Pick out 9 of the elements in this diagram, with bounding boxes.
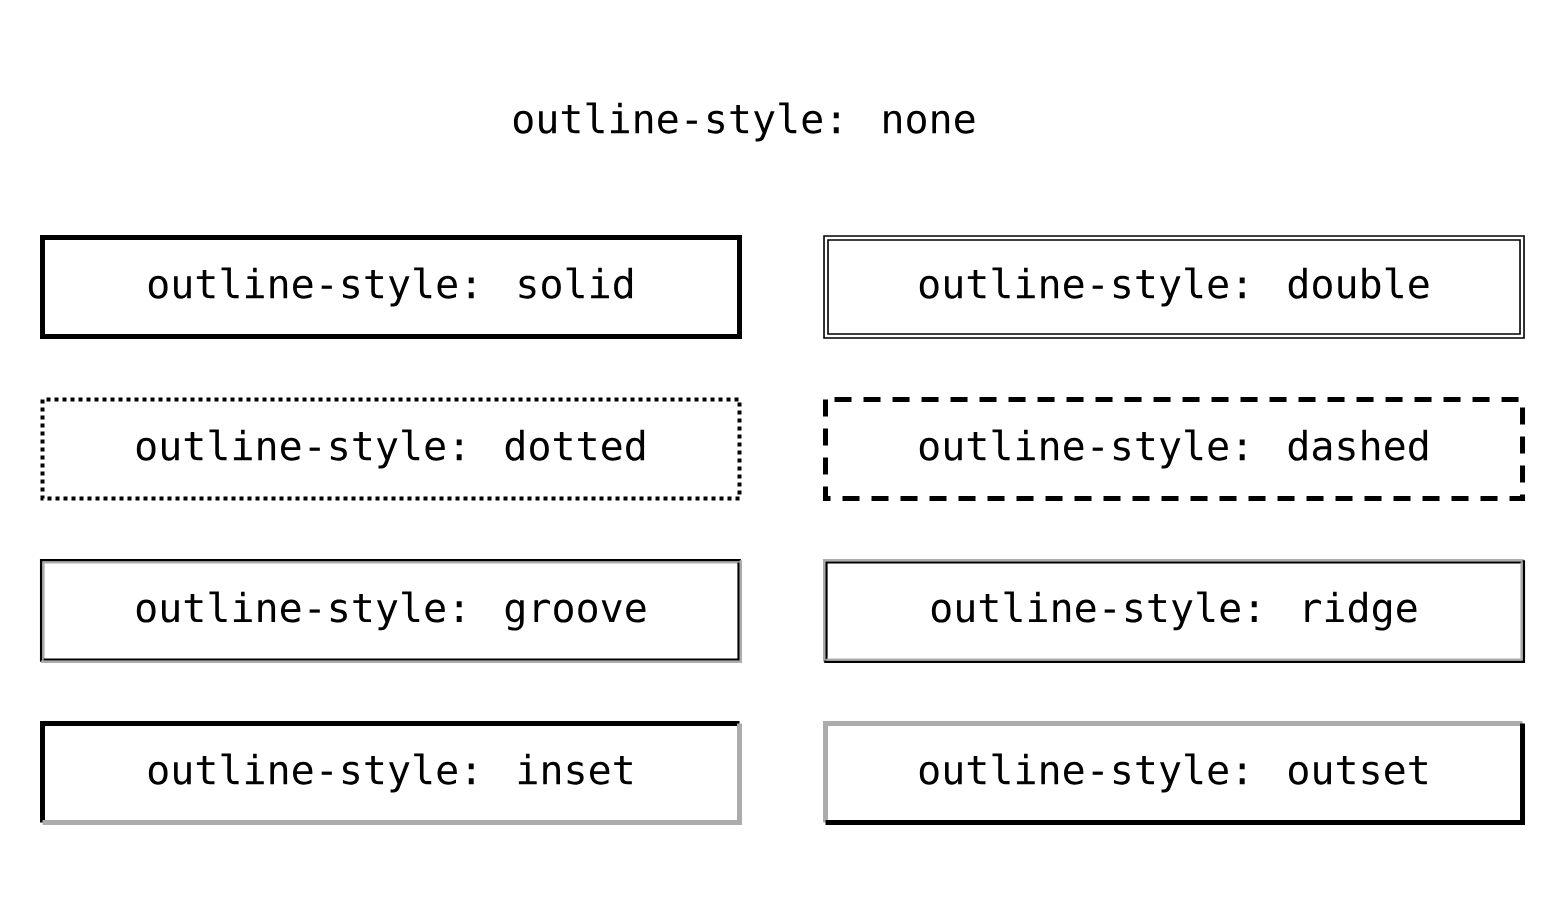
outlined-box: outline-style: outset: [823, 721, 1525, 825]
outlined-box: outline-style: groove: [39, 558, 743, 664]
text-label: outline-style: none: [513, 102, 975, 142]
outlined-box: outline-style: dashed: [823, 397, 1525, 501]
outlined-box: outline-style: double: [823, 235, 1525, 339]
outlined-box: outline-style: ridge: [822, 558, 1526, 664]
outlined-box: outline-style: dotted: [40, 397, 742, 501]
outlined-box: outline-style: inset: [40, 721, 742, 825]
outlined-box: outline-style: solid: [40, 235, 742, 339]
